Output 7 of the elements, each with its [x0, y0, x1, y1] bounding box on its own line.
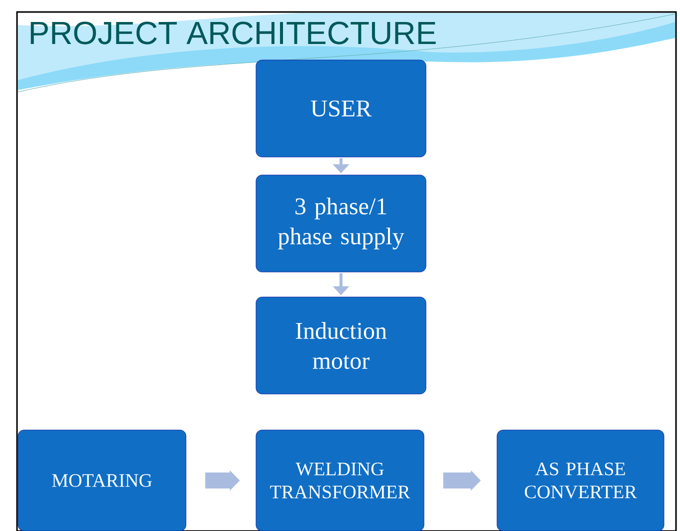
process-box: AS PHASE CONVERTER	[496, 430, 664, 531]
process-box: 3 phase/1 phase supply	[256, 174, 426, 272]
slide-title: PROJECT ARCHITECTURE	[30, 22, 436, 44]
process-box: USER	[256, 60, 426, 158]
process-box: Induction motor	[256, 296, 426, 394]
process-box: WELDING TRANSFORMER	[256, 430, 424, 531]
process-box: MOTARING	[18, 430, 186, 531]
